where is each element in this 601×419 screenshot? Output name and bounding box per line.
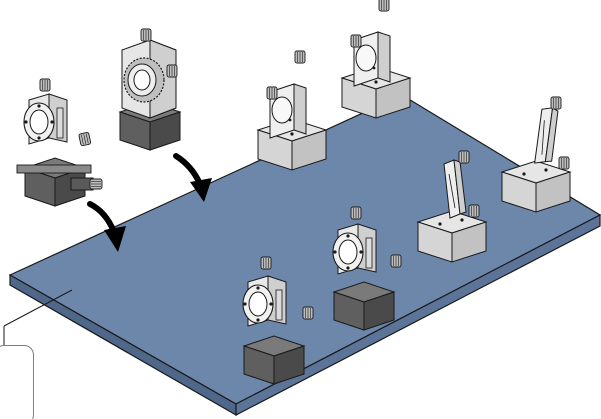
callout-box: [0, 345, 34, 419]
mount-c-mirror-mount: [258, 51, 326, 170]
mount-d-mirror-mount: [342, 0, 410, 118]
mount-h-tilt-holder: [502, 97, 570, 212]
mount-a-lens-mount: [17, 79, 102, 206]
mount-b-rotation-mount: [120, 29, 180, 150]
